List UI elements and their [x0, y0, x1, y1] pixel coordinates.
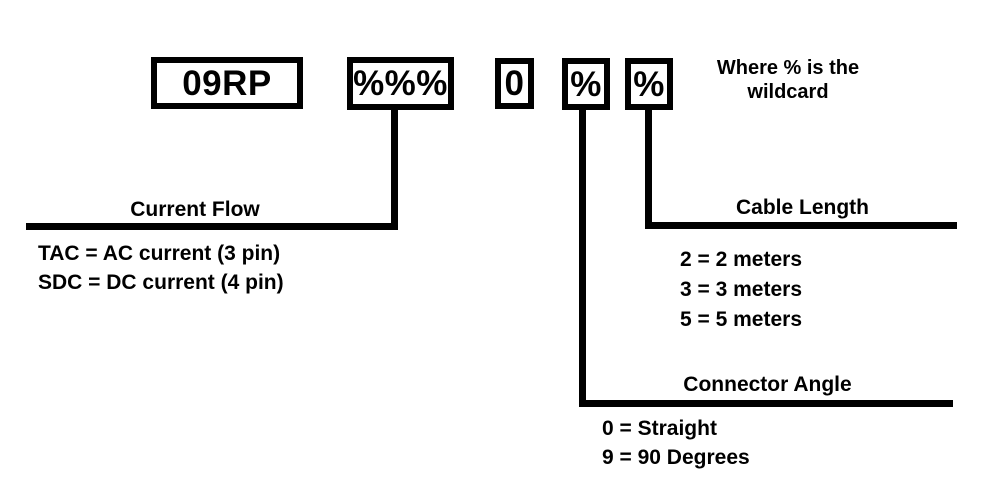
- code-box-series: 09RP: [151, 57, 303, 109]
- cable-length-option: 3 = 3 meters: [680, 278, 803, 301]
- current-flow-options: TAC = AC current (3 pin) SDC = DC curren…: [38, 239, 284, 297]
- connector-angle-options: 0 = Straight 9 = 90 Degrees: [602, 414, 750, 472]
- wildcard-note: Where % is the wildcard: [687, 56, 889, 104]
- wildcard-note-line1: Where % is the: [716, 57, 860, 79]
- connector-angle-option: 9 = 90 Degrees: [602, 446, 750, 469]
- connector-angle-connector-line: [579, 110, 953, 407]
- cable-length-option: 5 = 5 meters: [680, 308, 803, 331]
- current-flow-option: SDC = DC current (4 pin): [38, 271, 284, 294]
- cable-length-connector-line: [645, 110, 957, 229]
- connector-angle-option: 0 = Straight: [602, 417, 717, 440]
- code-box-connector-angle-wildcard: %: [562, 58, 610, 110]
- code-box-cable-length-wildcard: %: [625, 58, 673, 110]
- current-flow-option: TAC = AC current (3 pin): [38, 242, 281, 265]
- wildcard-note-line2: wildcard: [747, 81, 829, 103]
- cable-length-option: 2 = 2 meters: [680, 248, 803, 271]
- code-box-zero: 0: [495, 58, 534, 109]
- cable-length-options: 2 = 2 meters 3 = 3 meters 5 = 5 meters: [680, 245, 802, 335]
- cable-length-title: Cable Length: [735, 196, 869, 219]
- code-box-current-flow-wildcard: %%%: [347, 57, 454, 110]
- current-flow-title: Current Flow: [130, 198, 260, 221]
- connector-angle-title: Connector Angle: [683, 373, 852, 396]
- current-flow-connector-line: [26, 109, 398, 230]
